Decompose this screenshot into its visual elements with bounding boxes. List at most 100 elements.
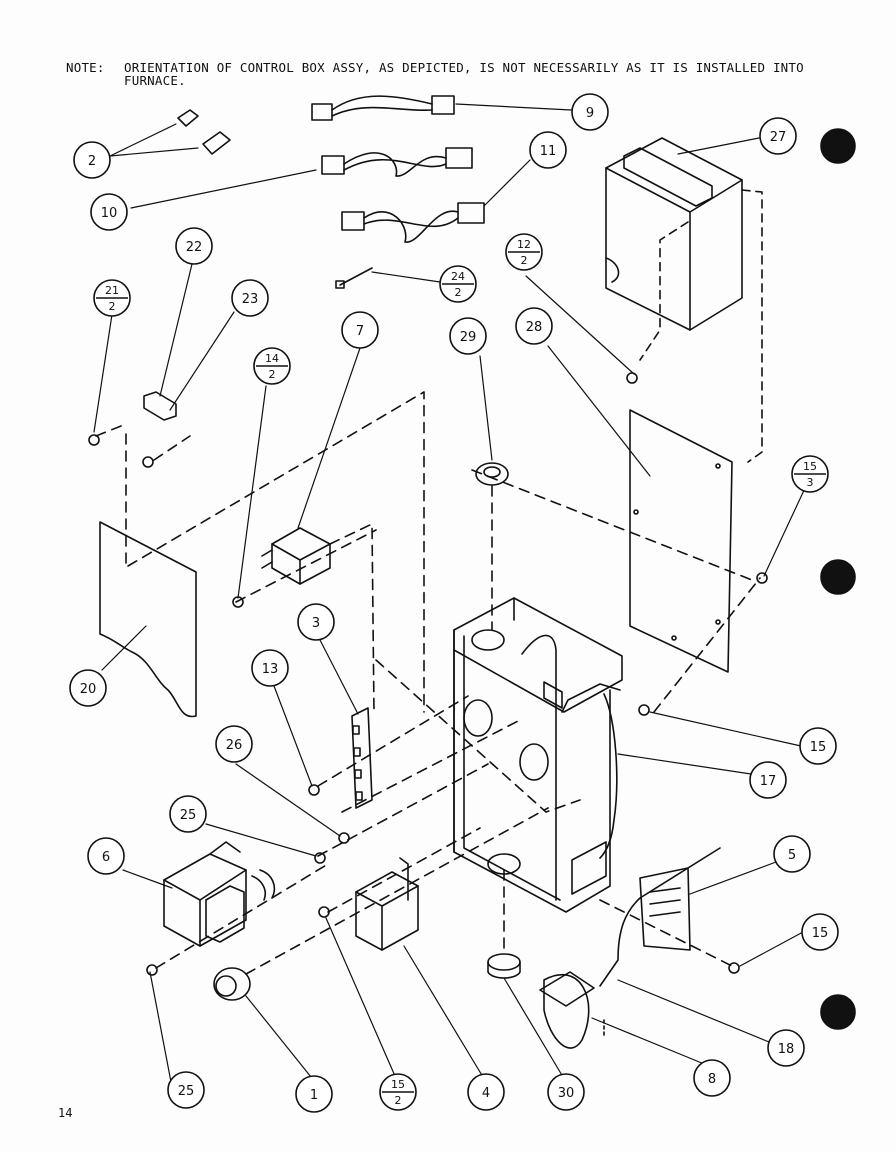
callout-25-lower: 25	[167, 1071, 205, 1109]
callout-14-over-2: 14 2	[253, 347, 291, 385]
svg-text:2: 2	[395, 1094, 402, 1107]
page-number: 14	[58, 1106, 73, 1120]
callout-24-over-2: 24 2	[439, 265, 477, 303]
callout-15-right-upper: 15	[799, 727, 837, 765]
callout-9: 9	[571, 93, 609, 131]
svg-text:15: 15	[391, 1078, 405, 1091]
svg-text:21: 21	[105, 284, 119, 297]
part-29-grommet	[475, 462, 509, 631]
part-2-wire-caps	[177, 109, 231, 155]
callout-30: 30	[547, 1073, 585, 1111]
svg-text:3: 3	[312, 616, 320, 631]
callout-6: 6	[87, 837, 125, 875]
svg-text:22: 22	[186, 240, 203, 255]
callout-7: 7	[341, 311, 379, 349]
note-text-line1: ORIENTATION OF CONTROL BOX ASSY, AS DEPI…	[124, 60, 804, 75]
callout-11: 11	[529, 131, 567, 169]
binder-hole-top	[820, 128, 856, 164]
part-20-panel	[99, 391, 425, 718]
part-28-cover-panel	[629, 409, 733, 673]
part-4-relay	[355, 857, 419, 951]
callout-21-over-2: 21 2	[93, 279, 131, 317]
part-6-transformer	[163, 841, 276, 947]
screws	[88, 372, 768, 976]
svg-text:4: 4	[482, 1086, 490, 1101]
callout-28: 28	[515, 307, 553, 345]
svg-text:2: 2	[521, 254, 528, 267]
svg-text:2: 2	[455, 286, 462, 299]
callout-18: 18	[767, 1029, 805, 1067]
svg-text:14: 14	[265, 352, 279, 365]
callout-4: 4	[467, 1073, 505, 1111]
svg-text:2: 2	[109, 300, 116, 313]
callout-17: 17	[749, 761, 787, 799]
svg-text:15: 15	[812, 926, 829, 941]
svg-text:1: 1	[310, 1088, 318, 1103]
svg-text:15: 15	[803, 460, 817, 473]
callout-26: 26	[215, 725, 253, 763]
callout-3: 3	[297, 603, 335, 641]
svg-text:24: 24	[451, 270, 465, 283]
svg-text:9: 9	[586, 106, 594, 121]
svg-text:2: 2	[88, 154, 96, 169]
part-10-harness	[321, 147, 473, 177]
svg-text:12: 12	[517, 238, 531, 251]
svg-text:20: 20	[80, 682, 97, 697]
orientation-note: NOTE: ORIENTATION OF CONTROL BOX ASSY, AS…	[66, 61, 866, 87]
part-7-relay	[261, 523, 375, 715]
part-24-wire	[335, 267, 373, 289]
svg-text:18: 18	[778, 1042, 795, 1057]
svg-text:29: 29	[460, 330, 477, 345]
part-27-control-board	[605, 137, 763, 463]
svg-text:17: 17	[760, 774, 777, 789]
svg-text:7: 7	[356, 324, 364, 339]
svg-text:23: 23	[242, 292, 259, 307]
svg-text:8: 8	[708, 1072, 716, 1087]
svg-text:25: 25	[180, 808, 197, 823]
part-1-grommet	[213, 807, 549, 1001]
mounting-lines	[95, 423, 761, 969]
part-5-circuit-board	[639, 867, 691, 951]
callout-23: 23	[231, 279, 269, 317]
svg-text:3: 3	[807, 476, 814, 489]
svg-text:25: 25	[178, 1084, 195, 1099]
callout-2: 2	[73, 141, 111, 179]
svg-text:28: 28	[526, 320, 543, 335]
part-8-pressure-switch	[539, 971, 605, 1049]
leader-lines	[93, 103, 807, 1083]
callout-5: 5	[773, 835, 811, 873]
callout-1: 1	[295, 1075, 333, 1113]
part-22-switch	[143, 391, 177, 421]
callout-15-right-lower: 15	[801, 913, 839, 951]
binder-hole-middle	[820, 559, 856, 595]
part-18-tube	[599, 847, 721, 987]
svg-text:5: 5	[788, 848, 796, 863]
part-3-terminal-strip	[351, 707, 373, 809]
callout-15-over-2: 15 2	[379, 1073, 417, 1111]
control-box-housing	[453, 597, 623, 913]
part-9-harness	[311, 95, 455, 121]
callout-22: 22	[175, 227, 213, 265]
svg-text:11: 11	[540, 144, 557, 159]
callout-20: 20	[69, 669, 107, 707]
callout-13: 13	[251, 649, 289, 687]
callout-27: 27	[759, 117, 797, 155]
svg-text:6: 6	[102, 850, 110, 865]
part-11-harness	[341, 202, 485, 243]
callout-8: 8	[693, 1059, 731, 1097]
callout-10: 10	[90, 193, 128, 231]
binder-hole-bottom	[820, 994, 856, 1030]
note-text-line2: FURNACE.	[124, 73, 186, 88]
svg-text:27: 27	[770, 130, 787, 145]
callout-29: 29	[449, 317, 487, 355]
svg-text:2: 2	[269, 368, 276, 381]
callout-25-upper: 25	[169, 795, 207, 833]
part-30-plug	[487, 869, 521, 979]
svg-text:15: 15	[810, 740, 827, 755]
svg-text:13: 13	[262, 662, 279, 677]
svg-text:26: 26	[226, 738, 243, 753]
note-label: NOTE:	[66, 60, 105, 75]
svg-text:30: 30	[558, 1086, 575, 1101]
